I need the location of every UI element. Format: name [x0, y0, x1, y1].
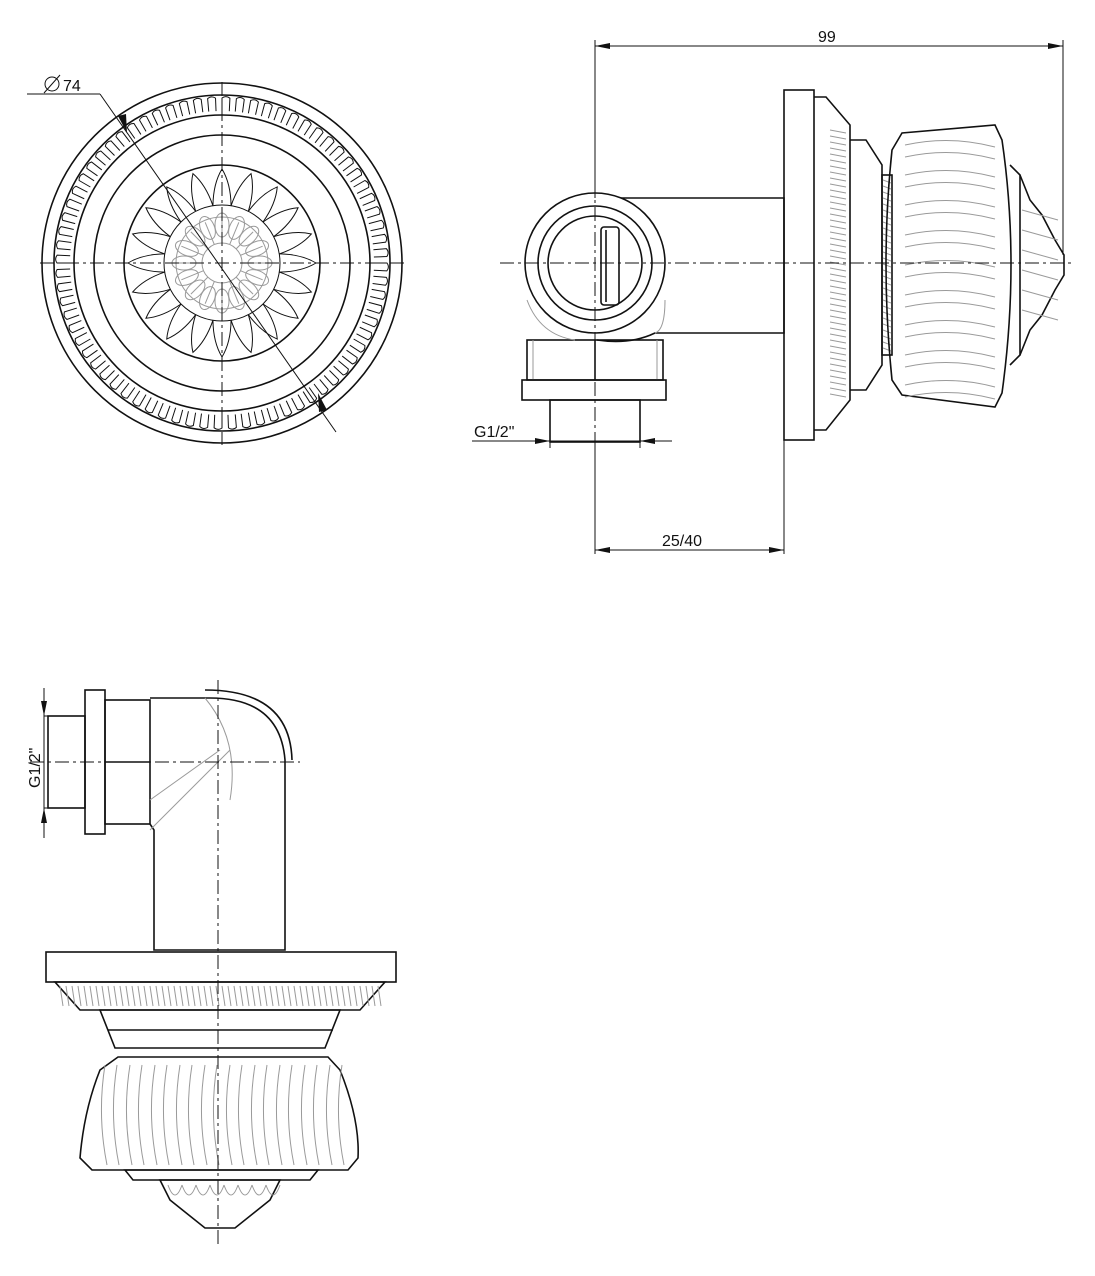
bottom-view: G1/2": [27, 680, 397, 1245]
bottom-handle: [79, 1056, 359, 1171]
thread-side-label: G1/2": [474, 424, 514, 441]
diameter-label: 74: [63, 78, 81, 95]
bottom-end-cap: [158, 1179, 282, 1229]
wall-depth-label: 25/40: [662, 533, 702, 550]
bottom-nut: [521, 379, 667, 401]
slot: [600, 226, 620, 306]
handle-knob: [885, 124, 1012, 408]
wall-plate: [783, 89, 815, 441]
overall-length-label: 99: [818, 29, 836, 46]
side-view: 99 25/40 G1/2": [472, 29, 1075, 554]
end-cap: [1019, 174, 1065, 356]
thread-bottom-label: G1/2": [27, 748, 44, 788]
front-view: 74: [27, 74, 405, 445]
bottom-wall-plate: [45, 951, 397, 983]
rosette-flutes: [55, 96, 389, 430]
elbow-body: [149, 697, 286, 951]
